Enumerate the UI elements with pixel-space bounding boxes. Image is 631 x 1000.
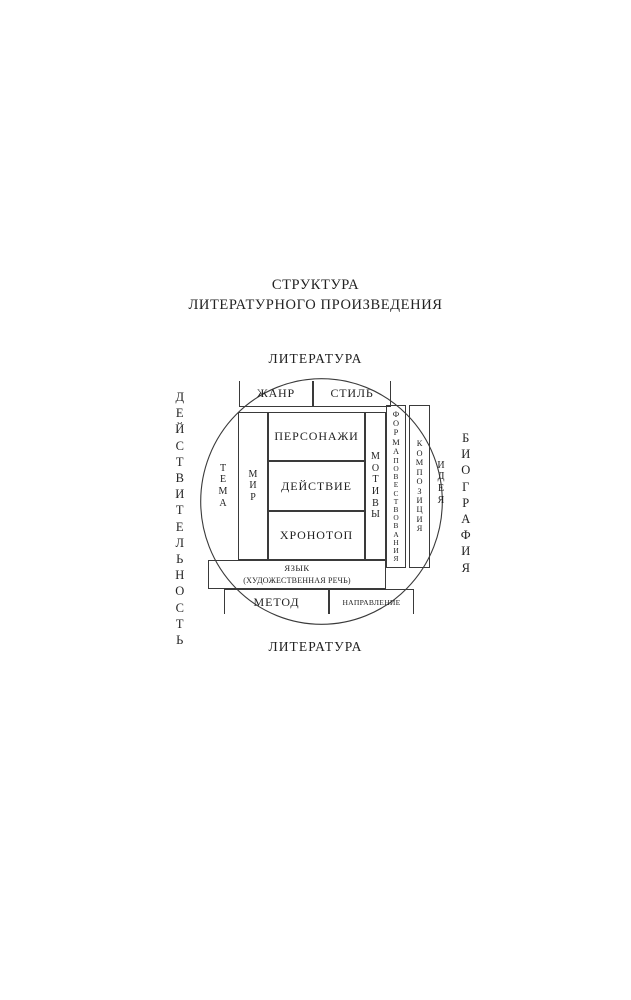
box-method: МЕТОД [224, 589, 329, 614]
caption-top-literature: ЛИТЕРАТУРА [268, 351, 363, 366]
box-action: ДЕЙСТВИЕ [268, 461, 365, 511]
page-title: СТРУКТУРА ЛИТЕРАТУРНОГО ПРОИЗВЕДЕНИЯ [0, 275, 631, 315]
box-style: СТИЛЬ [313, 381, 391, 407]
page-title-line-2: ЛИТЕРАТУРНОГО ПРОИЗВЕДЕНИЯ [188, 297, 443, 313]
box-genre: ЖАНР [239, 381, 313, 407]
box-characters: ПЕРСОНАЖИ [268, 412, 365, 461]
outer-ellipse [200, 378, 443, 625]
box-language: ЯЗЫК (ХУДОЖЕСТВЕННАЯ РЕЧЬ) [208, 560, 386, 589]
box-chronotope: ХРОНОТОП [268, 511, 365, 560]
caption-bottom-literature: ЛИТЕРАТУРА [268, 639, 363, 654]
page-title-line-1: СТРУКТУРА [271, 277, 360, 293]
box-direction: НАПРАВЛЕНИЕ [329, 589, 414, 614]
